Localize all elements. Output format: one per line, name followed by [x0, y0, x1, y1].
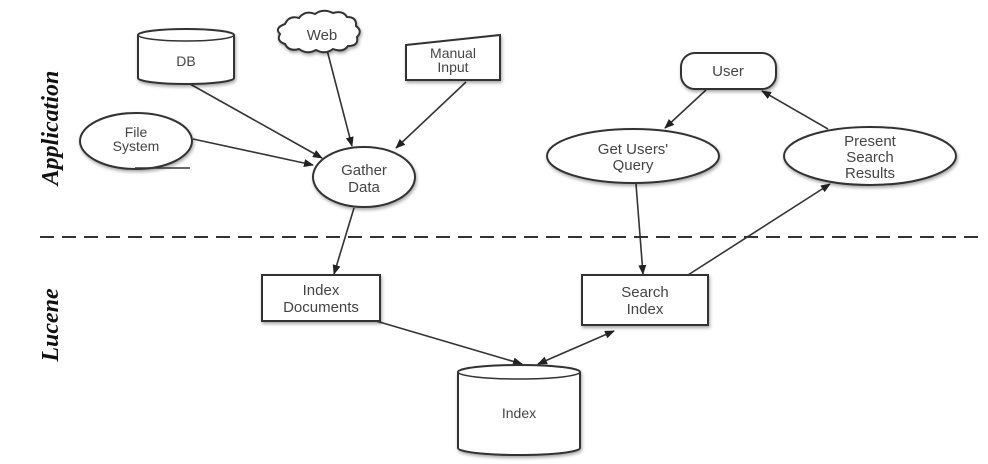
node-manual-input: Manual Input [405, 33, 501, 81]
node-index-documents-label-line2: Documents [283, 299, 359, 316]
node-file-system-label-line1: File [125, 124, 148, 140]
node-user-label: User [712, 63, 744, 80]
edge-present-to-user [761, 90, 829, 130]
edges [189, 49, 831, 366]
node-user: User [680, 52, 777, 90]
node-present-label-line2: Search [846, 149, 894, 166]
node-gather-data-label-line1: Gather [341, 162, 387, 179]
edge-user-to-query [664, 89, 707, 129]
node-gather-data: Gather Data [312, 146, 416, 208]
node-present-label-line3: Results [845, 165, 895, 182]
node-get-users-query: Get Users' Query [546, 128, 720, 184]
edge-query-to-searchindex [635, 183, 647, 275]
edge-filesystem-to-gather [192, 138, 314, 168]
node-db-label: DB [176, 53, 195, 69]
edge-manual-to-gather [395, 81, 467, 149]
node-manual-input-label-line2: Input [437, 59, 468, 75]
node-index: Index [457, 364, 581, 456]
edge-searchindex-to-present [687, 183, 831, 276]
edge-gather-to-indexdocs [332, 207, 355, 275]
node-search-index-label-line2: Index [627, 301, 664, 318]
edge-db-to-gather [189, 83, 323, 159]
node-present-label-line1: Present [844, 133, 897, 150]
node-index-documents: Index Documents [261, 274, 381, 322]
node-index-documents-label-line1: Index [303, 282, 340, 299]
node-file-system: File System [79, 112, 193, 170]
lane-label-lucene: Lucene [38, 288, 64, 363]
node-get-users-query-label-line2: Query [613, 157, 654, 174]
node-gather-data-label-line2: Data [348, 179, 380, 196]
node-search-index-label-line1: Search [621, 284, 669, 301]
edge-indexdocs-to-index [375, 320, 523, 366]
node-web: Web [276, 9, 361, 54]
edge-searchindex-index-bidirectional [537, 330, 615, 365]
node-web-label: Web [307, 27, 338, 44]
edge-web-to-gather [326, 49, 354, 147]
node-db: DB [137, 28, 235, 85]
node-get-users-query-label-line1: Get Users' [598, 141, 669, 158]
node-file-system-label-line2: System [113, 138, 160, 154]
node-index-label: Index [502, 405, 536, 421]
node-present-search-results: Present Search Results [783, 126, 957, 186]
node-manual-input-label-line1: Manual [430, 45, 476, 61]
node-search-index: Search Index [581, 274, 709, 326]
lane-label-application: Application [38, 71, 64, 188]
